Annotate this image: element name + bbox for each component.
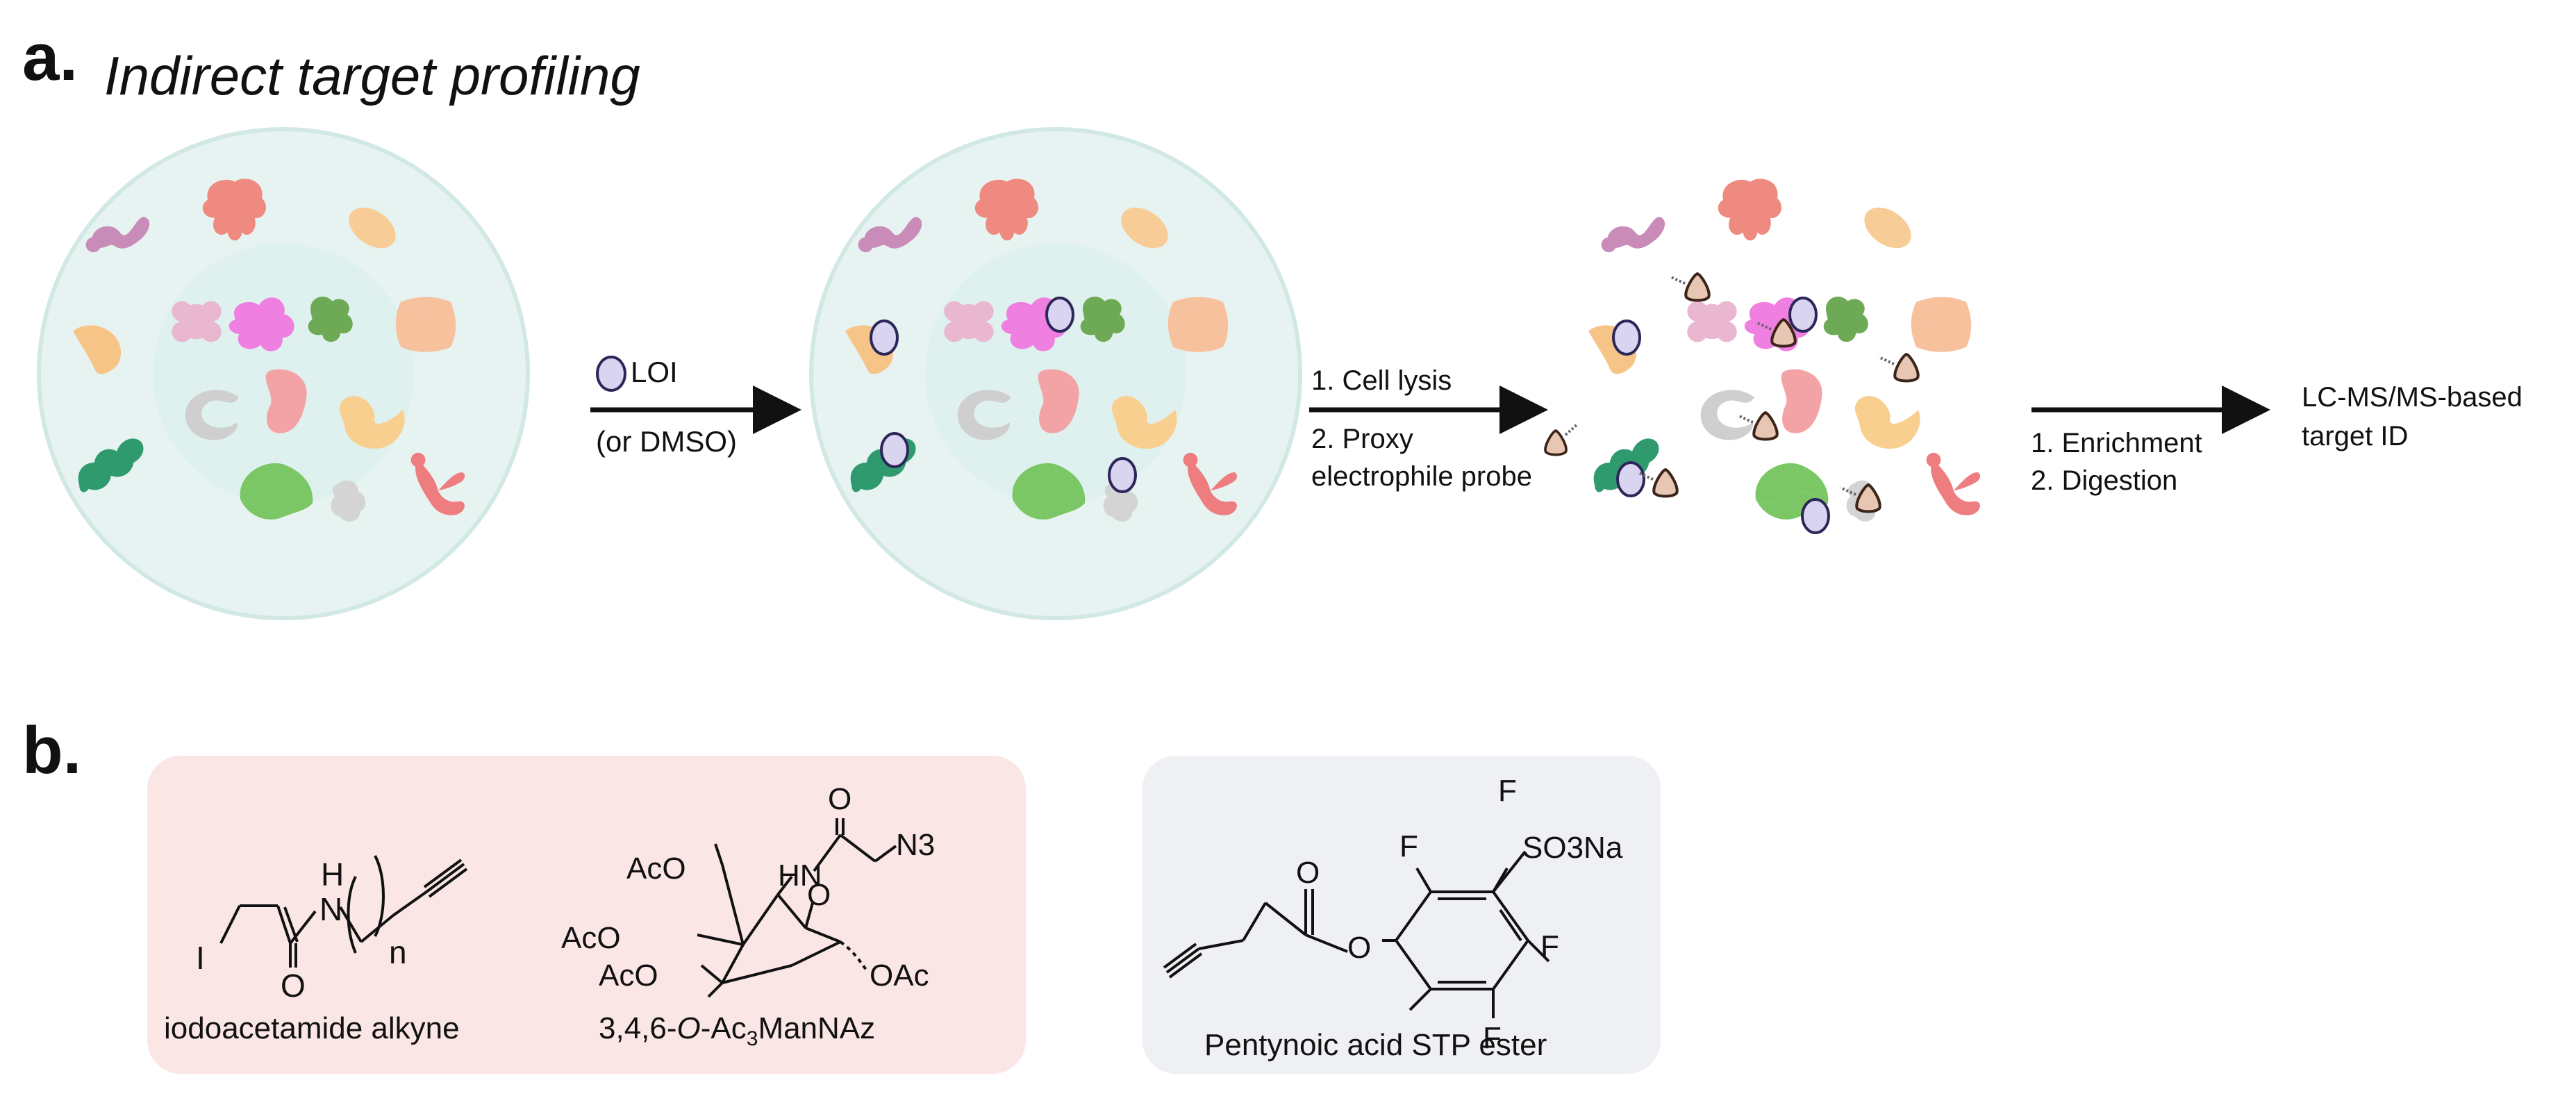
enrichment-step-label: 1. Enrichment: [2031, 428, 2202, 458]
probe-legend-icon: [1544, 424, 1578, 456]
atom-label: AcO: [626, 852, 686, 886]
atom-label: SO3Na: [1522, 831, 1623, 865]
atom-label: O: [1296, 856, 1320, 890]
ligand-icon: [1616, 461, 1645, 497]
atom-label: N: [319, 891, 343, 927]
ligand-icon: [880, 432, 909, 468]
ligand-icon: [1612, 320, 1641, 356]
protein-set-icon: [1588, 179, 1980, 521]
compound-name: iodoacetamide alkyne: [164, 1011, 460, 1045]
compound-name: 3,4,6-O-Ac3ManNAz: [599, 1011, 875, 1051]
result-label: LC-MS/MS-based: [2302, 382, 2523, 413]
atom-label: n: [389, 934, 407, 970]
ligand-icon: [1108, 457, 1137, 493]
compound-name: Pentynoic acid STP ester: [1204, 1028, 1547, 1062]
atom-label: OAc: [870, 959, 929, 993]
lysis-step-label: 1. Cell lysis: [1311, 365, 1452, 396]
panel-a-letter: a.: [22, 20, 78, 94]
probe-step-label: 2. Proxy: [1311, 424, 1413, 454]
stp-ester-structure: [1163, 850, 1550, 1018]
name-part: 3,4,6-: [599, 1011, 677, 1045]
probe-icon: [1668, 272, 1711, 302]
atom-label: H: [321, 856, 344, 893]
atom-label: O: [281, 968, 306, 1004]
atom-label: N3: [896, 828, 936, 862]
panel-a: [37, 127, 2270, 620]
atom-label: F: [1399, 829, 1418, 863]
ligand-icon: [870, 320, 899, 356]
atom-label: HN: [778, 859, 822, 893]
probe-box: [1142, 756, 1661, 1074]
ligand-label: LOI: [631, 356, 678, 388]
atom-label: O: [807, 878, 831, 912]
atom-label: F: [1483, 1021, 1502, 1055]
atom-label: F: [1498, 774, 1517, 808]
ligand-icon: [1045, 297, 1074, 333]
result-label-2: target ID: [2302, 421, 2409, 451]
ligand-icon: [1801, 498, 1830, 534]
atom-label: F: [1540, 929, 1559, 963]
name-part: 3: [746, 1027, 758, 1050]
atom-label: O: [828, 782, 852, 816]
ligand-legend-icon: [596, 356, 626, 392]
name-part: O: [676, 1011, 701, 1045]
atom-label: O: [1347, 931, 1372, 965]
ligand-icon: [1788, 297, 1818, 333]
digestion-step-label: 2. Digestion: [2031, 465, 2178, 496]
mannaz-structure: [697, 818, 897, 998]
panel-b: [147, 756, 1661, 1074]
panel-a-title: Indirect target profiling: [104, 45, 640, 106]
atom-label: AcO: [599, 959, 658, 993]
name-part: ManNAz: [758, 1011, 876, 1045]
probe-step-label-2: electrophile probe: [1311, 461, 1532, 492]
probe-icon: [1877, 353, 1920, 383]
panel-b-letter: b.: [22, 713, 82, 788]
cell-lysate: [1588, 179, 1980, 534]
name-part: -Ac: [700, 1011, 747, 1045]
cell-untreated: [37, 127, 530, 620]
electrophile-box: [147, 756, 1026, 1074]
iodoacetamide-alkyne-structure: [219, 855, 468, 968]
atom-label: I: [196, 940, 205, 976]
vehicle-label: (or DMSO): [596, 425, 737, 458]
atom-label: AcO: [561, 921, 621, 955]
cell-ligand-treated: [809, 127, 1302, 620]
